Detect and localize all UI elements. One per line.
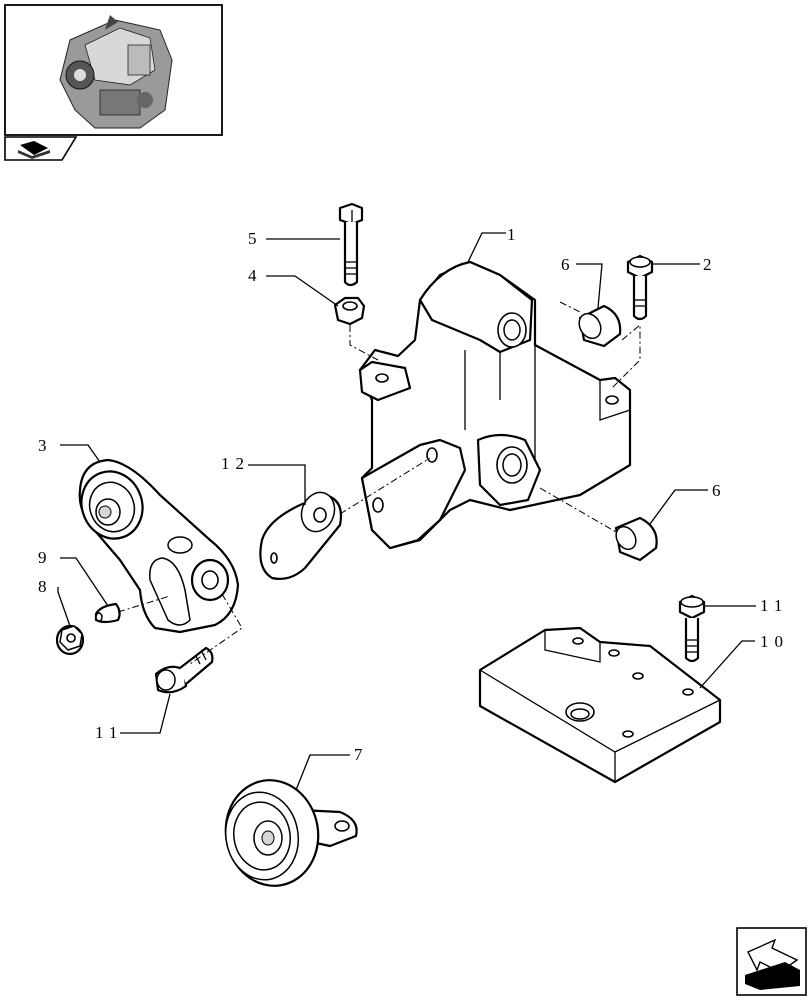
part-2-bolt xyxy=(626,254,654,321)
callout-6-upper: 6 xyxy=(561,255,576,274)
book-tab[interactable] xyxy=(4,136,78,161)
callout-12: 12 xyxy=(221,454,250,473)
callouts: 1 2 3 4 5 6 6 7 8 9 10 11 11 12 xyxy=(38,225,789,764)
callout-7: 7 xyxy=(354,745,369,764)
callout-11-left: 11 xyxy=(95,723,123,742)
callout-2: 2 xyxy=(703,255,718,274)
part-9-pin xyxy=(94,602,121,624)
callout-6-lower: 6 xyxy=(712,481,727,500)
next-page-button[interactable] xyxy=(736,927,807,996)
part-3-tensioner xyxy=(78,458,240,634)
callout-4: 4 xyxy=(248,266,263,285)
next-page-arrow-icon xyxy=(745,938,800,990)
part-6-bushing-lower xyxy=(614,516,658,562)
part-11-bolt-right xyxy=(678,594,706,663)
engine-thumbnail[interactable] xyxy=(4,4,223,136)
part-1-bracket xyxy=(358,260,632,550)
callout-10: 10 xyxy=(760,632,789,651)
callout-3: 3 xyxy=(38,436,53,455)
callout-9: 9 xyxy=(38,548,53,567)
part-7-pulley xyxy=(224,779,358,887)
callout-8: 8 xyxy=(38,577,53,596)
part-5-bolt xyxy=(338,202,364,287)
callout-1: 1 xyxy=(507,225,522,244)
alignment-lines xyxy=(117,301,641,665)
part-10-plate xyxy=(478,626,722,784)
callout-11-right: 11 xyxy=(760,596,788,615)
leader-lines xyxy=(57,232,756,791)
part-8-nut xyxy=(55,624,85,656)
engine-thumbnail-icon xyxy=(59,15,173,129)
part-12-sleeve xyxy=(259,491,343,580)
part-11-bolt-left xyxy=(154,646,214,694)
part-6-bushing-upper xyxy=(578,304,622,348)
book-arrow-icon xyxy=(18,141,50,159)
part-4-nut xyxy=(333,296,366,326)
callout-5: 5 xyxy=(248,229,263,248)
